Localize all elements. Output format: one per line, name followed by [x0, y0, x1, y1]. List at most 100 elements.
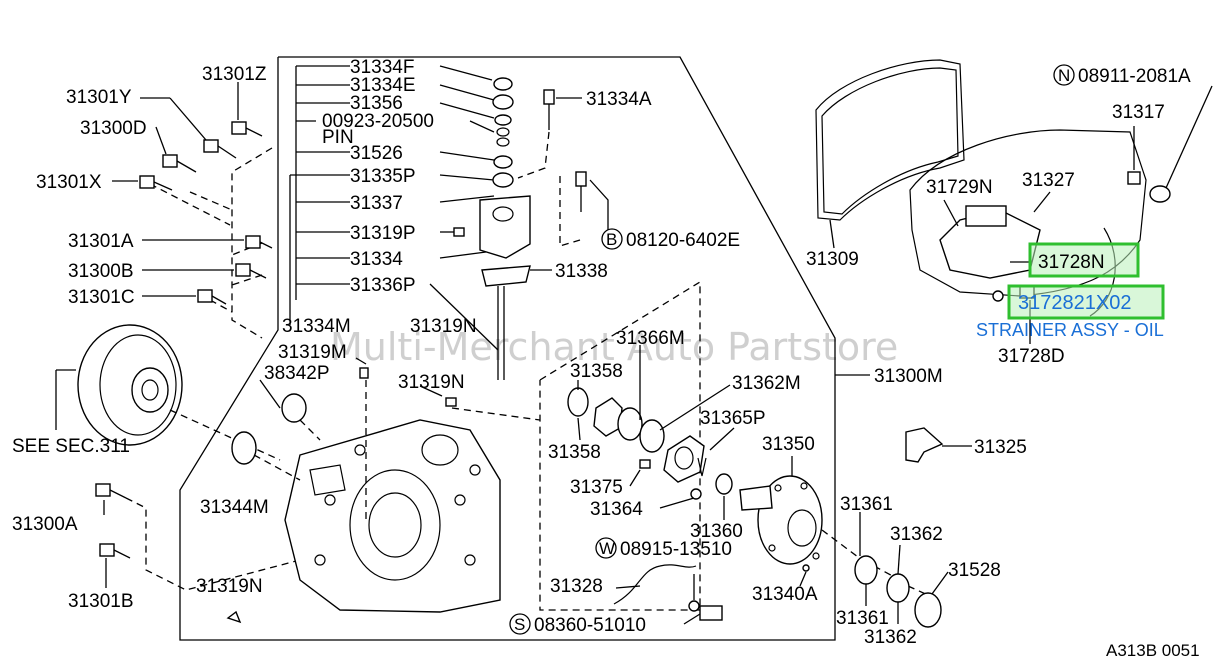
gasket-31309: [815, 59, 965, 249]
label-31327: 31327: [1022, 170, 1075, 191]
bolt-31300B: [235, 263, 267, 279]
label-31356: 31356: [350, 93, 403, 114]
label-31366M: 31366M: [616, 328, 685, 349]
bolt-31301A: [245, 235, 273, 249]
label-31358-a: 31358: [570, 361, 623, 382]
oring-31728D: [992, 290, 1004, 302]
label-00923-20500: 00923-20500: [322, 111, 434, 132]
pump-parts: [567, 345, 735, 520]
drawing-code: A313B 0051: [1106, 641, 1200, 660]
seal-31344M: [231, 431, 257, 465]
label-31319M: 31319M: [278, 342, 347, 363]
label-31361-b: 31361: [836, 608, 889, 629]
bracket-31325: [905, 427, 972, 463]
symbol-circle-N: [1053, 64, 1075, 86]
valve-stack-parts: [453, 77, 609, 380]
label-31309: 31309: [806, 249, 859, 270]
label-31301Z: 31301Z: [202, 64, 267, 85]
label-31301A: 31301A: [68, 231, 134, 252]
label-31300D: 31300D: [80, 118, 147, 139]
assembly-boundary: [179, 56, 836, 641]
label-31338: 31338: [555, 261, 608, 282]
label-31300B: 31300B: [68, 261, 134, 282]
label-38342P: 38342P: [264, 363, 330, 384]
label-31344M: 31344M: [200, 497, 269, 518]
valve-stack-leaders: [289, 65, 499, 351]
label-31319N-b: 31319N: [398, 372, 465, 393]
label-31334F: 31334F: [350, 57, 414, 78]
symbol-circle-S: [509, 613, 531, 635]
bolt-31300D: [162, 154, 197, 173]
label-31375: 31375: [570, 477, 623, 498]
label-31301B: 31301B: [68, 591, 134, 612]
plug-31317: [1127, 85, 1213, 203]
bolt-31301C: [197, 289, 227, 305]
label-31364: 31364: [590, 499, 643, 520]
label-31319N-c: 31319N: [196, 576, 263, 597]
symbol-S: S: [514, 615, 525, 634]
label-31301X: 31301X: [36, 172, 102, 193]
symbol-circle-B: [601, 228, 623, 250]
torque-converter: [55, 324, 183, 446]
label-31365P: 31365P: [700, 408, 766, 429]
label-08915-13510: 08915-13510: [620, 539, 732, 560]
right-seals: [854, 512, 949, 628]
pump-body-31350: [739, 456, 823, 587]
harness-31328: [613, 564, 723, 621]
label-08120-6402E: 08120-6402E: [626, 230, 740, 251]
label-31362-a: 31362: [890, 524, 943, 545]
label-31337: 31337: [350, 193, 403, 214]
label-31317: 31317: [1112, 102, 1165, 123]
label-31362M: 31362M: [732, 373, 801, 394]
label-31328: 31328: [550, 576, 603, 597]
label-31334A: 31334A: [586, 89, 652, 110]
label-31358-b: 31358: [548, 442, 601, 463]
label-31325: 31325: [974, 437, 1027, 458]
seal-38342P: [281, 393, 307, 423]
label-31350: 31350: [762, 434, 815, 455]
valve-body-31327: [909, 129, 1147, 317]
label-08360-51010: 08360-51010: [534, 615, 646, 636]
bolt-31301Z: [231, 121, 263, 137]
pin-31319N-lower: [226, 610, 242, 624]
label-31360: 31360: [690, 521, 743, 542]
label-31301Y: 31301Y: [66, 87, 132, 108]
label-31361-a: 31361: [840, 494, 893, 515]
watermark-text: Multi-Merchant Auto Partstore: [330, 325, 898, 369]
highlighted-part-number[interactable]: 3172821X02: [1018, 292, 1131, 314]
label-31340A: 31340A: [752, 584, 818, 605]
label-31728N[interactable]: 31728N: [1038, 252, 1105, 273]
transmission-case: [284, 419, 501, 613]
label-31300A: 31300A: [12, 514, 78, 535]
highlighted-part-description[interactable]: STRAINER ASSY - OIL: [976, 320, 1164, 340]
highlight-box-callout[interactable]: [1028, 242, 1140, 278]
pin-31319N: [445, 397, 457, 407]
pump-boundary: [539, 280, 701, 611]
label-31319P: 31319P: [350, 223, 416, 244]
symbol-B: B: [606, 230, 617, 249]
symbol-N: N: [1058, 66, 1070, 85]
label-31334: 31334: [350, 249, 403, 270]
lower-left-bolts: [95, 483, 301, 591]
label-31728D: 31728D: [998, 346, 1065, 367]
bolt-31301X: [139, 175, 173, 191]
label-31301C: 31301C: [68, 287, 135, 308]
label-31334M: 31334M: [282, 316, 351, 337]
label-31335P: 31335P: [350, 166, 416, 187]
label-31300M: 31300M: [874, 366, 943, 387]
symbol-W: W: [599, 539, 615, 558]
bolt-31301Y: [203, 139, 237, 159]
label-31729N: 31729N: [926, 177, 993, 198]
label-see-sec-311: SEE SEC.311: [12, 436, 130, 457]
label-08911-2081A: 08911-2081A: [1078, 66, 1191, 87]
label-31334E: 31334E: [350, 75, 416, 96]
label-31319N-a: 31319N: [410, 316, 477, 337]
symbol-circle-W: [595, 537, 617, 559]
label-31528: 31528: [948, 560, 1001, 581]
label-pin: PIN: [322, 127, 354, 148]
label-31336P: 31336P: [350, 275, 416, 296]
left-bolt-group: [112, 82, 273, 339]
highlight-box-part-number[interactable]: [1007, 284, 1165, 320]
label-31526: 31526: [350, 143, 403, 164]
